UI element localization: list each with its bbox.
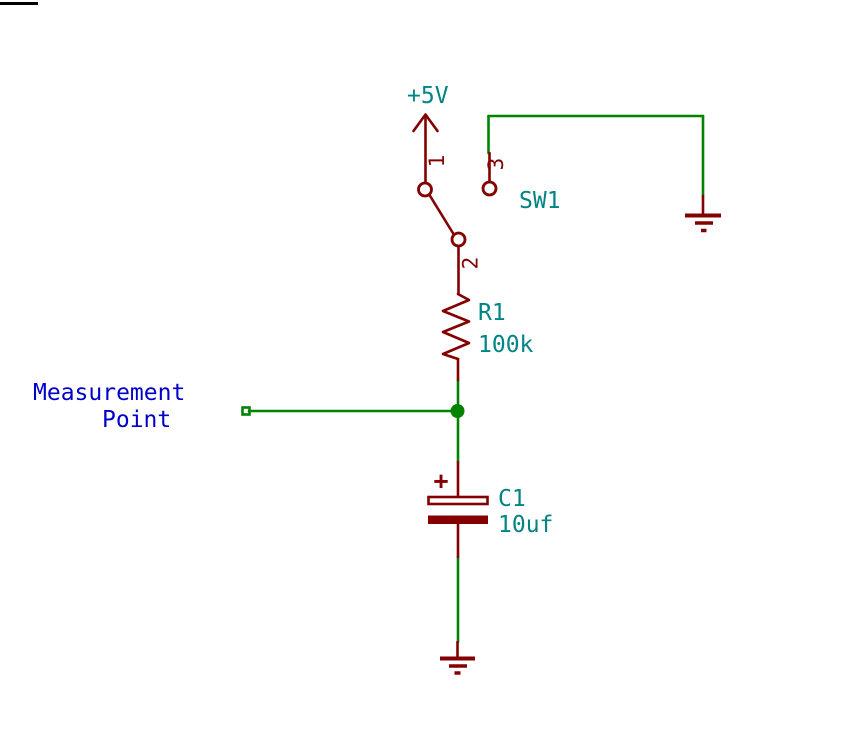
ground-symbol-right[interactable] [685, 194, 721, 233]
c1-reference[interactable]: C1 [498, 486, 526, 512]
power-label[interactable]: +5V [407, 83, 449, 109]
c1-polarity-mark: + [433, 466, 448, 495]
r1-value[interactable]: 100k [478, 332, 534, 358]
wire-end-square [241, 406, 251, 416]
sw1-pin-number-3: 3 [484, 158, 508, 171]
resistor-r1[interactable]: R1 100k [441, 292, 534, 382]
sw1-contact-pin2 [450, 231, 467, 248]
power-symbol-5v[interactable]: +5V [407, 83, 449, 184]
sw1-pin-number-2: 2 [459, 257, 483, 270]
junction-dot [450, 404, 465, 418]
c1-value[interactable]: 10uf [498, 512, 553, 538]
note-line-1[interactable]: Measurement [33, 380, 185, 406]
sw1-contact-pin1 [417, 181, 433, 198]
switch-sw1[interactable]: 1 2 3 SW1 [417, 151, 561, 296]
sheet-border-fragment [0, 2, 38, 5]
ground-symbol-bottom[interactable] [440, 640, 475, 675]
c1-bottom-plate [428, 515, 488, 524]
capacitor-c1[interactable]: + C1 10uf [427, 460, 553, 559]
measurement-point-note[interactable]: Measurement Point [33, 380, 185, 433]
power-arrow-icon [412, 113, 439, 133]
note-line-2[interactable]: Point [102, 407, 171, 433]
sw1-pin-number-1: 1 [425, 155, 449, 168]
r1-zigzag-body [441, 292, 471, 361]
sw1-blade [428, 193, 455, 236]
sw1-contact-pin3 [481, 180, 498, 197]
r1-reference[interactable]: R1 [478, 300, 506, 326]
sw1-reference[interactable]: SW1 [519, 188, 561, 214]
c1-top-plate [427, 495, 489, 506]
